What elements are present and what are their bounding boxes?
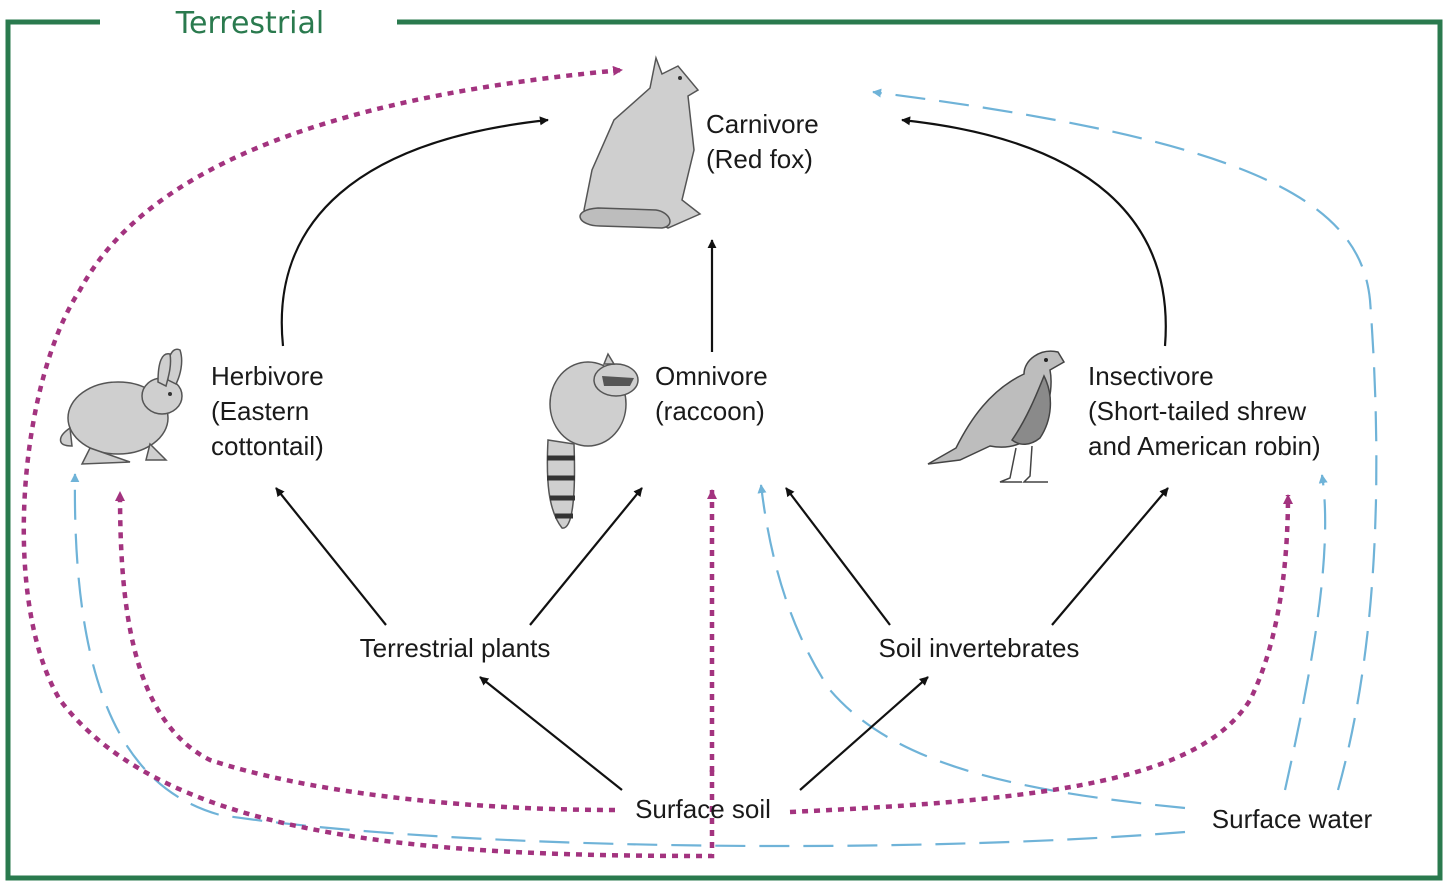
soil-invertebrates-label: Soil invertebrates: [879, 633, 1080, 663]
water-to-insectivore-path: [1285, 475, 1325, 790]
herbivore-to-carnivore-arrow: [282, 120, 548, 346]
carnivore-label: Carnivore (Red fox): [706, 109, 819, 174]
raccoon-icon: [547, 354, 638, 528]
herbivore-title: Herbivore: [211, 361, 324, 391]
omnivore-label: Omnivore (raccoon): [655, 361, 768, 426]
plants-to-herbivore-arrow: [276, 488, 386, 625]
insectivore-species-line1: (Short-tailed shrew: [1088, 396, 1306, 426]
frame-title: Terrestrial: [175, 6, 324, 41]
surface-water-pathways: [75, 92, 1376, 846]
herbivore-species-line2: cottontail): [211, 431, 324, 461]
insectivore-to-carnivore-arrow: [902, 120, 1166, 346]
insectivore-label: Insectivore (Short-tailed shrew and Amer…: [1088, 361, 1321, 461]
robin-icon: [928, 351, 1064, 482]
soil-to-plants-arrow: [480, 677, 622, 790]
invertebrates-to-omnivore-arrow: [786, 488, 890, 625]
omnivore-species: (raccoon): [655, 396, 765, 426]
terrestrial-plants-label: Terrestrial plants: [360, 633, 551, 663]
rabbit-icon: [61, 349, 183, 464]
omnivore-title: Omnivore: [655, 361, 768, 391]
invertebrates-to-insectivore-arrow: [1052, 488, 1168, 625]
plants-to-omnivore-arrow: [530, 488, 642, 625]
surface-water-label: Surface water: [1212, 804, 1373, 834]
herbivore-label: Herbivore (Eastern cottontail): [211, 361, 324, 461]
carnivore-title: Carnivore: [706, 109, 819, 139]
insectivore-species-line2: and American robin): [1088, 431, 1321, 461]
insectivore-title: Insectivore: [1088, 361, 1214, 391]
feeding-arrows: [276, 120, 1168, 790]
herbivore-species-line1: (Eastern: [211, 396, 309, 426]
surface-soil-label: Surface soil: [635, 794, 771, 824]
carnivore-species: (Red fox): [706, 144, 813, 174]
soil-to-invertebrates-arrow: [800, 677, 928, 790]
fox-icon: [580, 58, 700, 228]
